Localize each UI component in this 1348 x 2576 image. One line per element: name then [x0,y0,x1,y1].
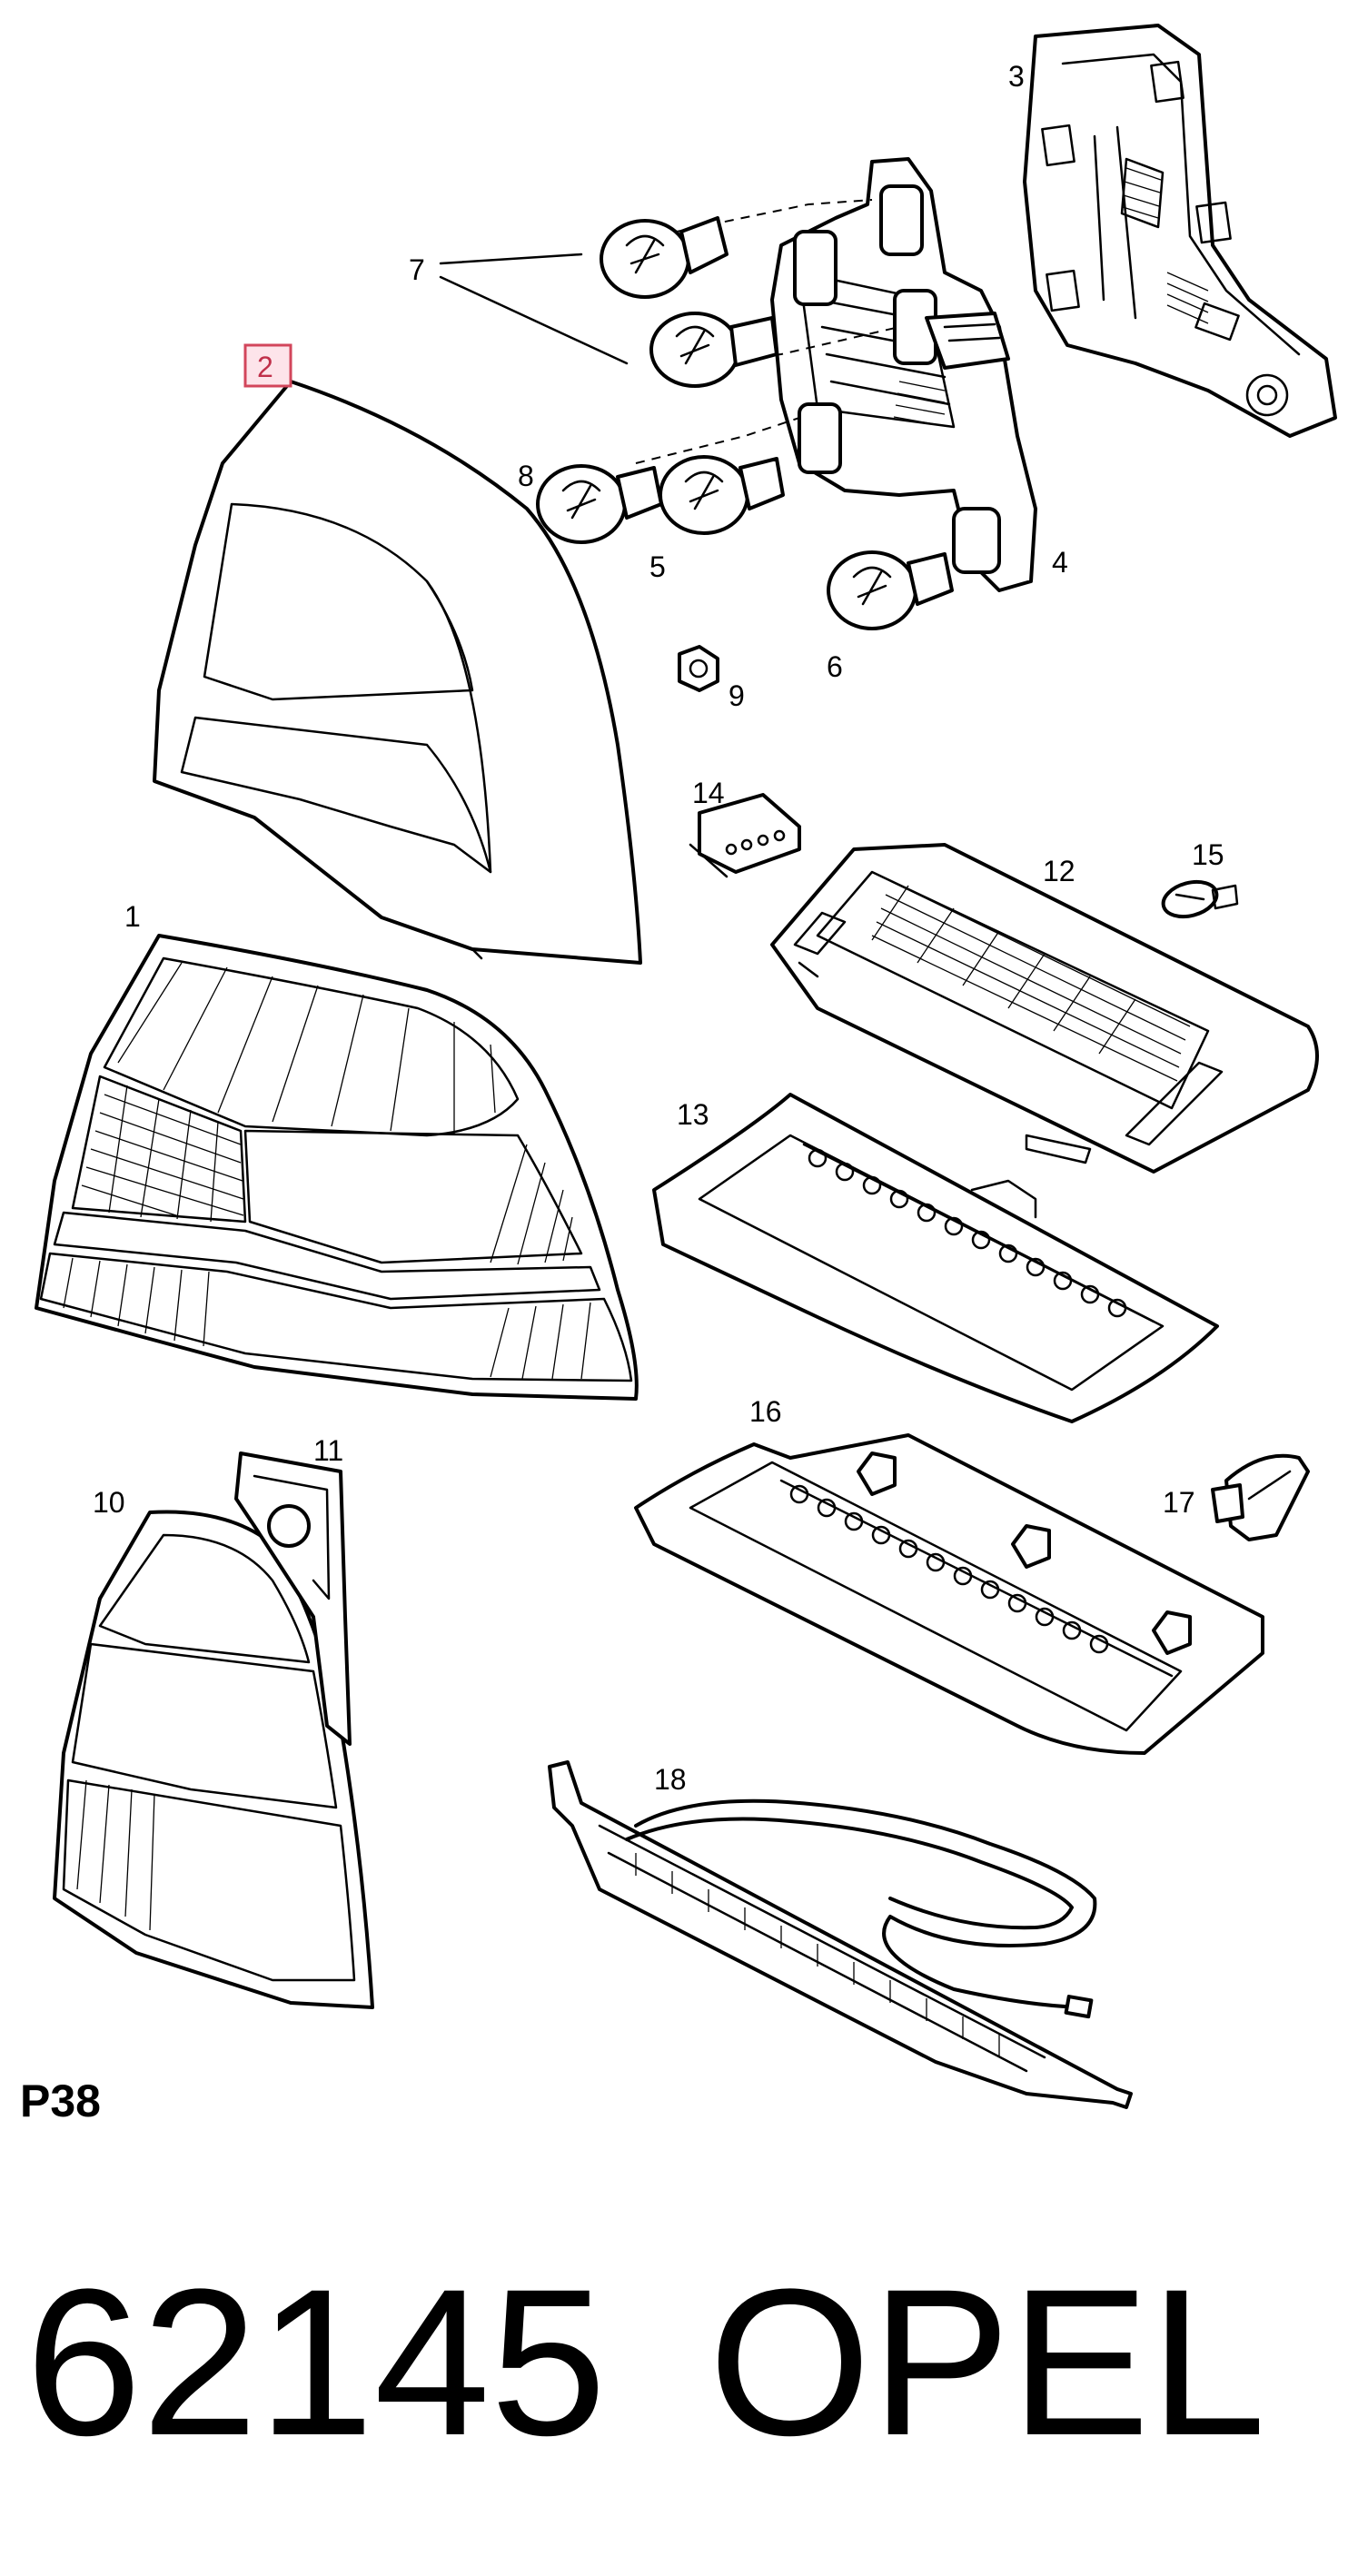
callout-1: 1 [124,900,141,933]
callout-13: 13 [677,1098,709,1131]
part-6-bulb [827,550,954,630]
callout-4: 4 [1052,546,1068,579]
callout-7: 7 [409,253,425,286]
callout-9: 9 [729,679,745,712]
callout-18: 18 [654,1763,687,1796]
leader-lines [439,253,629,365]
part-18-led-strip-with-cable [548,1760,1133,2109]
part-16-stop-lamp-housing [634,1433,1264,1755]
callout-16: 16 [749,1395,782,1428]
part-5-bulb [659,455,785,535]
part-15-wedge-bulb [1161,879,1239,919]
part-11-gasket [234,1451,352,1746]
callout-17: 17 [1163,1486,1195,1519]
callout-8: 8 [518,460,534,492]
callout-2-highlight-box [243,343,292,388]
brand-name: OPEL [709,2245,1266,2479]
callout-12: 12 [1043,855,1075,887]
part-13-stop-lamp-lens [652,1093,1219,1423]
part-12-high-mount-stop-lamp [770,843,1319,1174]
part-number: 62145 [25,2245,607,2479]
part-14-connector [689,793,801,878]
callout-6: 6 [827,650,843,683]
part-3-lamp-carrier-plate [1023,24,1337,438]
callout-3: 3 [1008,60,1025,93]
part-1-tail-lamp [35,934,639,1401]
part-7-bulb-upper [600,216,729,299]
callout-labels: 2 1 3 4 5 6 7 8 9 10 11 12 13 14 15 16 1… [93,60,1224,1796]
part-7-bulb-lower [649,312,778,388]
part-8-bulb [536,464,663,544]
callout-14: 14 [692,777,725,809]
part-4-bulb-holder [770,157,1037,592]
part-10-estate-tail-lamp [53,1510,374,2009]
callout-5: 5 [649,550,666,583]
callout-11: 11 [313,1434,343,1467]
part-17-retaining-clip [1211,1453,1310,1541]
part-2-lamp-lens [153,380,642,965]
page-code: P38 [20,2076,101,2126]
part-9-nut [678,645,719,692]
callout-2: 2 [257,351,273,383]
callout-15: 15 [1192,838,1224,871]
callout-10: 10 [93,1486,125,1519]
